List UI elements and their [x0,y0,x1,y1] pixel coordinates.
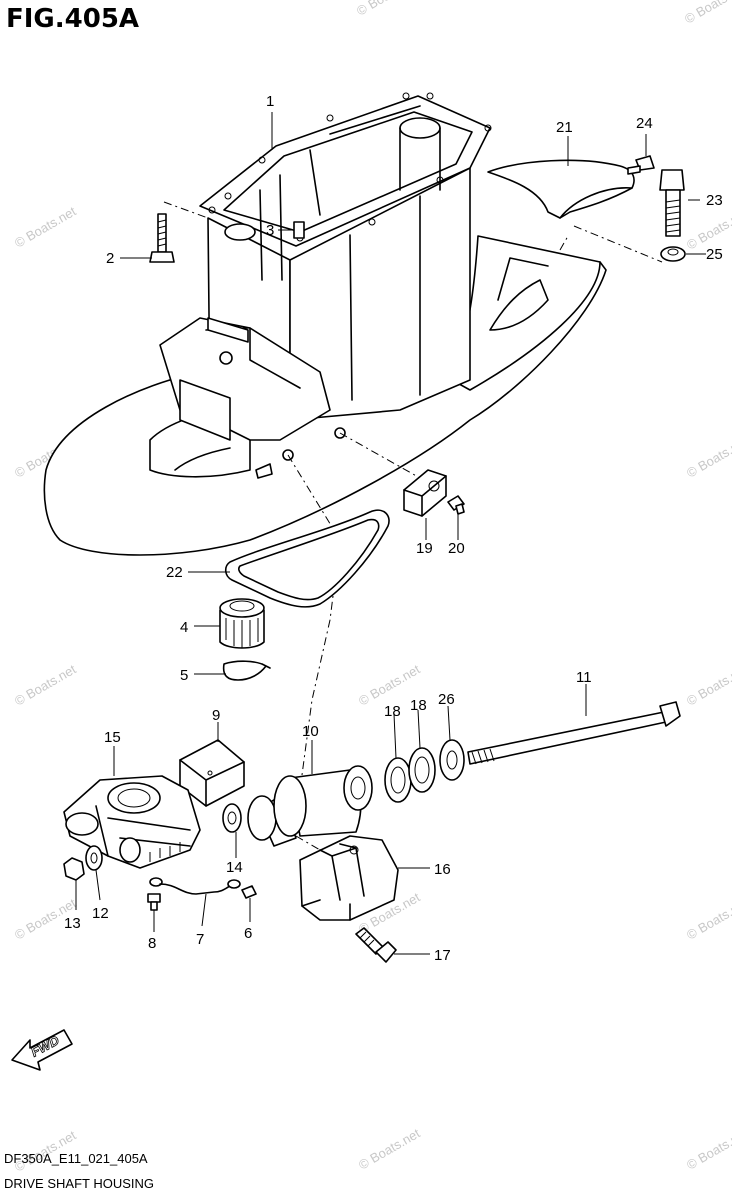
part-20-screw [447,495,465,515]
assembly-lines [163,164,663,851]
callout-23: 23 [706,192,723,209]
callout-10: 10 [302,723,319,740]
part-24-screw [627,155,655,175]
part-12-washer [85,845,103,871]
callout-3: 3 [266,222,274,239]
callout-17: 17 [434,947,451,964]
part-16-cover [299,835,399,921]
callout-18b: 18 [410,697,427,714]
drive-shaft-housing [43,92,607,556]
part-19-block [403,469,447,517]
part-18-washers [384,747,436,803]
part-3-dowel [293,221,305,239]
part-17-bolt [355,927,397,963]
figure-title: FIG.405A [6,4,140,34]
callout-26: 26 [438,691,455,708]
part-22-seal [224,509,390,608]
part-15-mount [63,775,201,869]
diagram-code: DF350A_E11_021_405A [4,1151,148,1166]
callout-19: 19 [416,540,433,557]
watermark: © Boats.net [356,1125,423,1172]
part-7-wire [149,877,241,895]
diagram-name: DRIVE SHAFT HOUSING [4,1176,155,1191]
callout-13: 13 [64,915,81,932]
watermark: © Boats.net [684,661,732,708]
part-10-mount [247,765,373,847]
callout-2: 2 [106,250,114,267]
part-4-cap [219,598,265,649]
part-6-screw [241,885,257,899]
watermark: © Boats.net [684,895,732,942]
callout-22: 22 [166,564,183,581]
callout-24: 24 [636,115,653,132]
part-11-bolt [467,701,681,765]
watermark: © Boats.net [684,433,732,480]
callout-20: 20 [448,540,465,557]
callout-8: 8 [148,935,156,952]
callout-6: 6 [244,925,252,942]
watermark: © Boats.net [12,203,79,250]
callout-5: 5 [180,667,188,684]
callout-11: 11 [576,669,592,686]
leader-lines [75,112,706,955]
callout-1: 1 [266,93,274,110]
callout-15: 15 [104,729,121,746]
callout-numbers: 1 2 3 4 5 6 7 8 9 10 11 12 13 14 15 16 1… [64,93,723,964]
callout-16: 16 [434,861,451,878]
watermark: © Boats.net [354,0,421,19]
watermark: © Boats.net [682,0,732,27]
callout-12: 12 [92,905,109,922]
part-5-clip [222,660,271,681]
watermark: © Boats.net [12,661,79,708]
callout-25: 25 [706,246,723,263]
callout-9: 9 [212,707,220,724]
part-25-washer [660,246,686,262]
callout-7: 7 [196,931,204,948]
part-14-washer [222,803,242,833]
part-2-bolt [149,213,175,263]
callout-14: 14 [226,859,243,876]
part-8-screw [147,893,161,911]
callout-21: 21 [556,119,573,136]
watermark: © Boats.net [684,1125,732,1172]
callout-18a: 18 [384,703,401,720]
part-26-washer [439,739,465,781]
part-13-nut [63,857,85,881]
fwd-arrow: FWD [11,1029,73,1071]
part-23-bolt [659,169,685,237]
callout-4: 4 [180,619,188,636]
